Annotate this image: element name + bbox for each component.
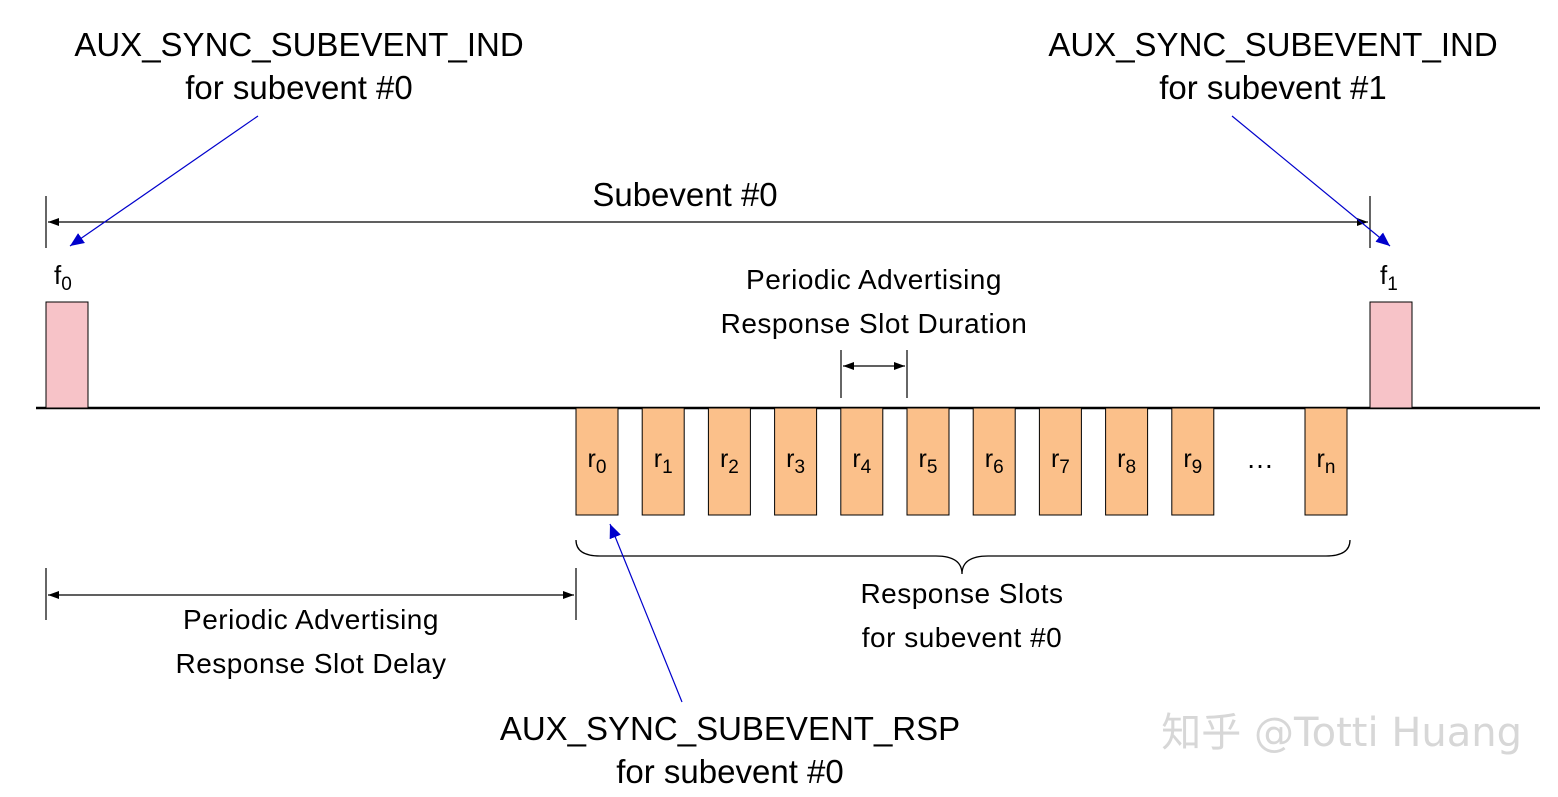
response-slot-label-n: rn	[1305, 445, 1347, 479]
response-slot-base: r	[719, 445, 729, 473]
aux-ind-0-line1: AUX_SYNC_SUBEVENT_IND	[74, 26, 524, 63]
slot-ellipsis: …	[1246, 443, 1274, 474]
frame-f0-box	[45, 301, 89, 409]
response-slot-base: r	[587, 445, 596, 473]
pointer-arrow-ind-1	[1231, 115, 1391, 247]
response-slot-subscript: 7	[1059, 457, 1070, 478]
response-slot-label-9: r9	[1172, 445, 1214, 479]
response-slot-label-5: r5	[907, 445, 949, 479]
response-slot-box-9	[1171, 407, 1215, 516]
response-slot-label-2: r2	[708, 445, 750, 479]
slot-delay-line1: Periodic Advertising	[183, 604, 439, 635]
response-slot-box-n	[1304, 407, 1348, 516]
response-slot-base: r	[1050, 445, 1060, 473]
subevent-0-label: Subevent #0	[592, 176, 778, 213]
response-slot-subscript: 1	[662, 457, 673, 478]
response-slots-line2: for subevent #0	[861, 622, 1063, 653]
response-slot-label-4: r4	[841, 445, 883, 479]
aux-ind-1-line2: for subevent #1	[1159, 69, 1387, 106]
response-slot-subscript: n	[1324, 457, 1336, 478]
pointer-arrow-rsp-0	[609, 523, 683, 703]
response-slot-base: r	[786, 445, 795, 473]
aux-rsp-line2: for subevent #0	[616, 753, 844, 790]
response-slot-subscript: 5	[926, 457, 938, 478]
response-slot-base: r	[1117, 445, 1126, 473]
response-slot-label-6: r6	[973, 445, 1015, 479]
slot-delay-line2: Response Slot Delay	[175, 648, 447, 679]
aux-ind-1-line1: AUX_SYNC_SUBEVENT_IND	[1048, 26, 1498, 63]
slot-duration-line1: Periodic Advertising	[746, 264, 1002, 295]
response-slot-base: r	[984, 445, 994, 473]
response-slot-box-7	[1038, 407, 1082, 516]
response-slot-box-4	[840, 407, 884, 516]
response-slot-subscript: 0	[595, 457, 607, 478]
response-slot-box-6	[972, 407, 1016, 516]
slot-duration-line2: Response Slot Duration	[720, 308, 1028, 339]
response-slot-box-0	[575, 407, 619, 516]
response-slot-box-1	[641, 407, 685, 516]
response-slot-subscript: 8	[1125, 457, 1137, 478]
response-slot-label-0: r0	[576, 445, 618, 479]
aux-rsp-line1: AUX_SYNC_SUBEVENT_RSP	[499, 710, 961, 747]
aux-ind-0-label: AUX_SYNC_SUBEVENT_IND for subevent #0	[46, 28, 552, 104]
response-slot-base: r	[918, 445, 927, 473]
frame-f1-box	[1369, 301, 1413, 409]
response-slot-boxes	[575, 407, 1348, 516]
response-slot-label-7: r7	[1039, 445, 1081, 479]
response-slot-box-3	[774, 407, 818, 516]
response-slot-label-3: r3	[775, 445, 817, 479]
response-slot-label-8: r8	[1106, 445, 1148, 479]
response-slot-base: r	[852, 445, 861, 473]
response-slot-base: r	[1183, 445, 1192, 473]
aux-ind-1-label: AUX_SYNC_SUBEVENT_IND for subevent #1	[1020, 28, 1526, 104]
watermark: 知乎 @Totti Huang	[1161, 710, 1522, 756]
response-slot-box-2	[707, 407, 751, 516]
response-slot-base: r	[653, 445, 663, 473]
response-slot-subscript: 9	[1191, 457, 1203, 478]
response-slot-subscript: 4	[860, 457, 872, 478]
slot-duration-label: Periodic Advertising Response Slot Durat…	[690, 266, 1058, 338]
slot-delay-label: Periodic Advertising Response Slot Delay	[126, 606, 496, 678]
pointer-arrow-ind-0	[69, 115, 259, 247]
response-slot-label-1: r1	[642, 445, 684, 479]
response-slot-subscript: 3	[794, 457, 806, 478]
aux-rsp-label: AUX_SYNC_SUBEVENT_RSP for subevent #0	[470, 712, 990, 788]
response-slots-label: Response Slots for subevent #0	[812, 580, 1112, 652]
response-slots-line1: Response Slots	[860, 578, 1064, 609]
frame-f0-label: f0	[54, 260, 72, 296]
response-slots-brace	[575, 539, 1351, 575]
response-slot-box-8	[1105, 407, 1149, 516]
response-slot-subscript: 6	[993, 457, 1004, 478]
response-slot-base: r	[1316, 445, 1325, 473]
response-slot-subscript: 2	[728, 457, 739, 478]
frame-f1-label: f1	[1380, 260, 1398, 296]
response-slot-box-5	[906, 407, 950, 516]
aux-ind-0-line2: for subevent #0	[185, 69, 413, 106]
